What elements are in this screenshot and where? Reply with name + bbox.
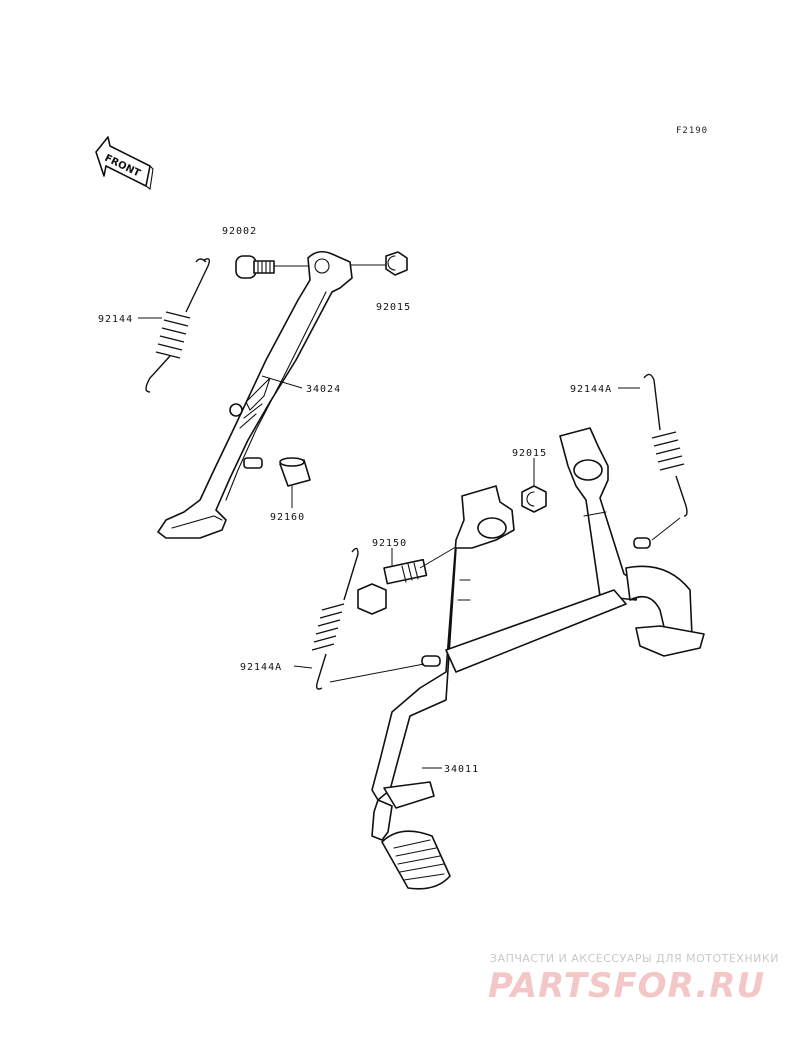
label-92160: 92160 [270,512,305,523]
label-34024: 34024 [306,384,341,395]
spring-92144-icon [145,258,211,393]
front-arrow-icon: FRONT [95,136,154,190]
main-stand-34011-icon [371,427,705,890]
label-92150: 92150 [372,538,407,549]
watermark-logo: PARTSFOR.RU [488,966,766,1006]
label-92015-main: 92015 [512,448,547,459]
bolt-92150-icon [357,558,428,615]
watermark-tagline: ЗАПЧАСТИ И АКСЕССУАРЫ ДЛЯ МОТОТЕХНИКИ [490,952,779,965]
label-92015-side: 92015 [376,302,411,313]
label-92144: 92144 [98,314,133,325]
label-92144a-left: 92144A [240,662,282,673]
side-stand-34024-icon [157,250,353,539]
label-34011: 34011 [444,764,479,775]
label-92002: 92002 [222,226,257,237]
diagram-ref-code: F2190 [676,126,708,136]
nut-92015-side-icon [385,251,408,276]
bolt-92002-icon [235,255,275,279]
label-92144a-right: 92144A [570,384,612,395]
collar-92160-icon [279,457,311,487]
nut-92015-main-icon [521,485,547,513]
spring-92144a-right-icon [643,373,688,517]
spring-92144a-left-icon [311,547,359,690]
